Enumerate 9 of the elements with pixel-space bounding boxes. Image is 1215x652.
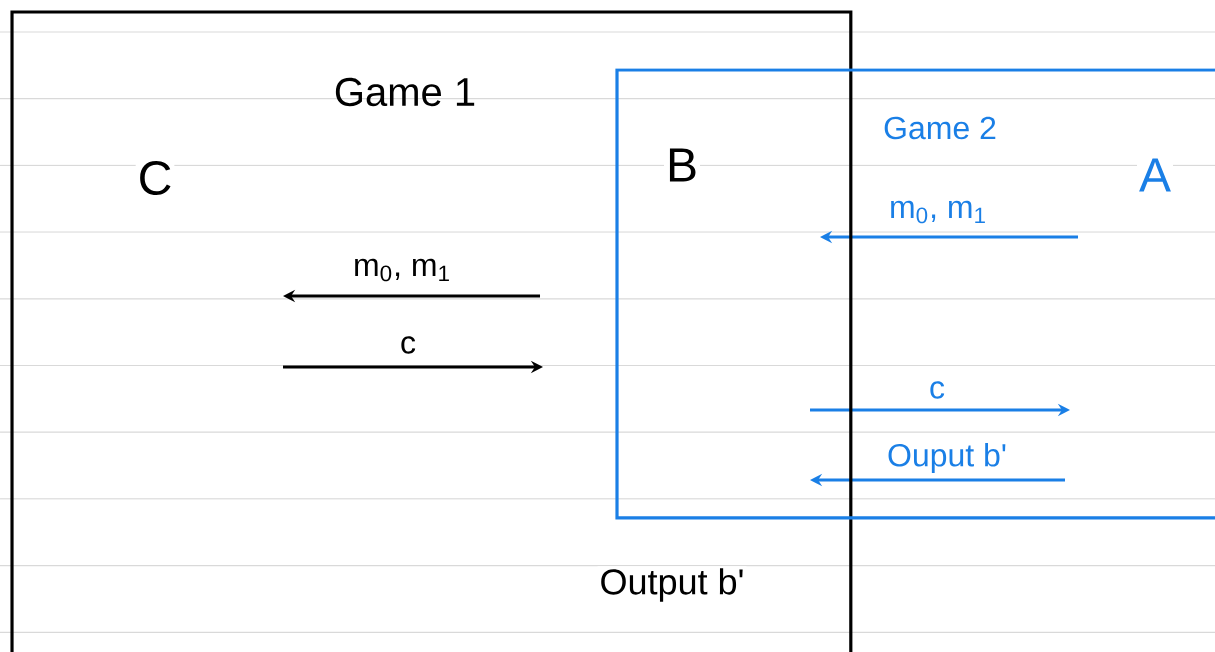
message-label: c (930, 381, 945, 399)
message-label: m$_{0}$, m$_{1}$ (355, 258, 449, 282)
message-label: m$_{0}$, m$_{1}$ (891, 200, 985, 224)
message-label: Ouput b' (888, 443, 1006, 473)
output-label: Output b' (601, 568, 743, 602)
party-letter: A (1139, 158, 1171, 192)
party-letter: C (140, 161, 171, 195)
message-label: c (401, 336, 416, 354)
party-letter: B (669, 148, 696, 182)
